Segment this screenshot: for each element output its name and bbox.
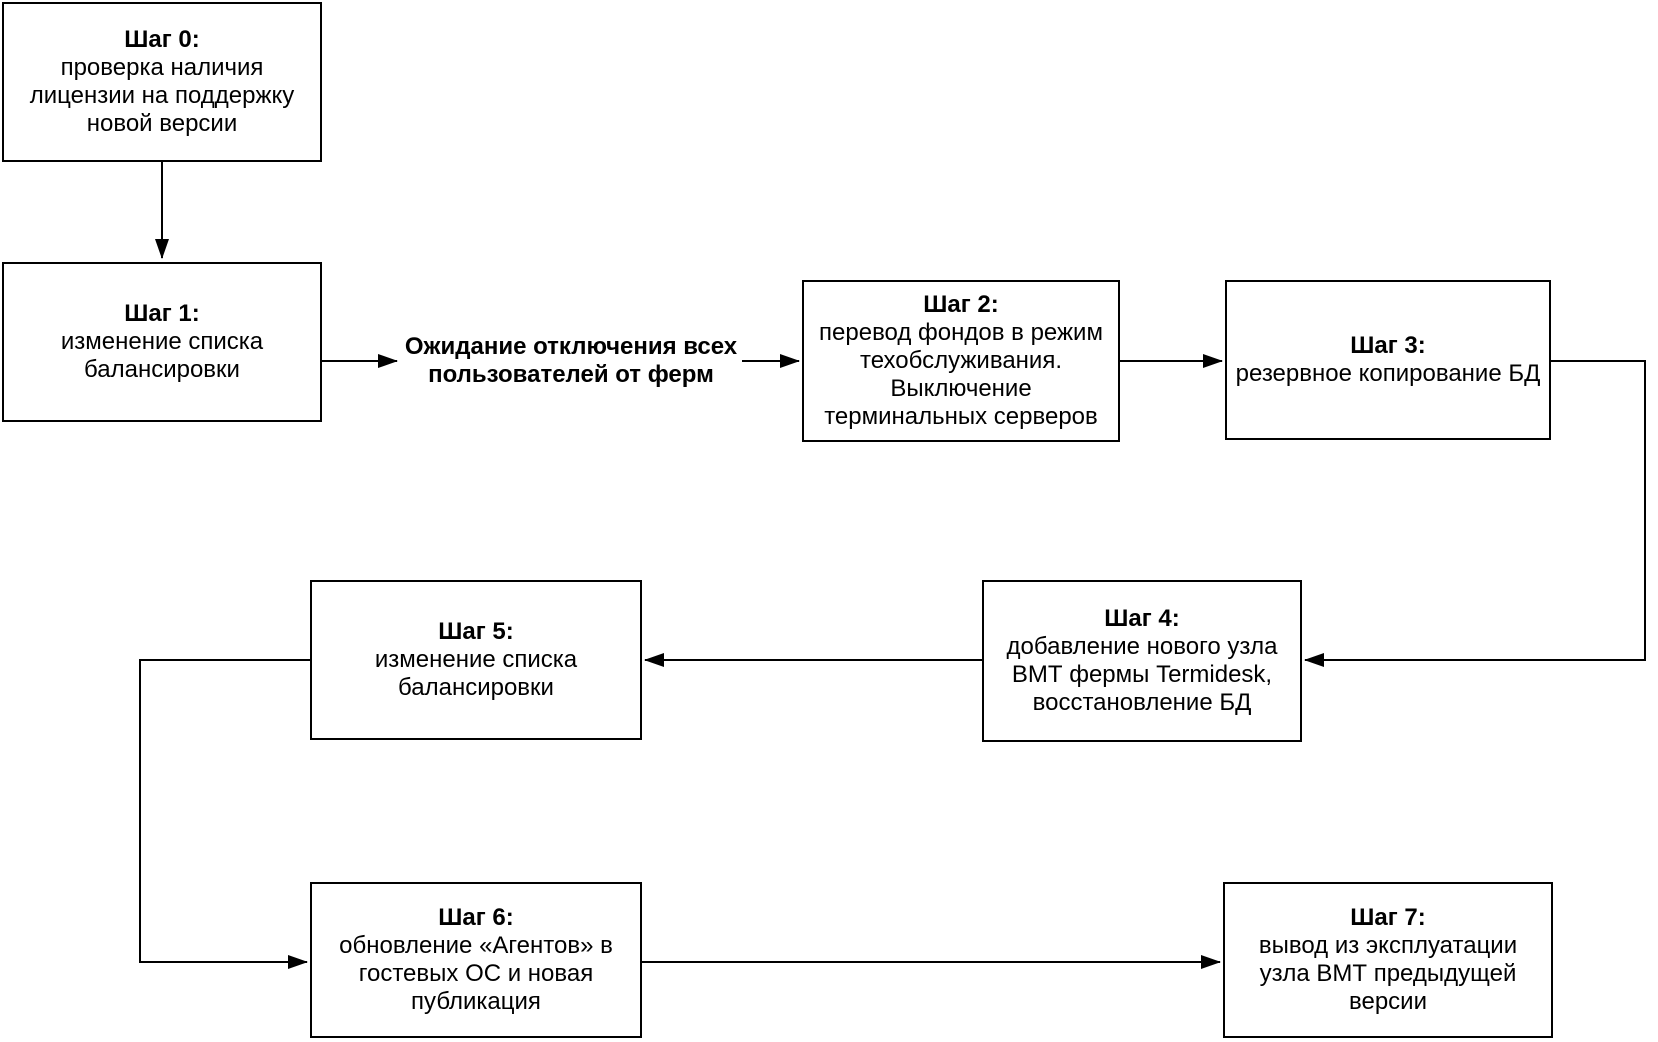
step-body: изменение списка балансировки: [60, 328, 264, 383]
step-body: изменение списка балансировки: [374, 646, 578, 701]
step-box-6: Шаг 6: обновление «Агентов» в гостевых О…: [310, 882, 642, 1038]
step-title: Шаг 7:: [1350, 904, 1426, 931]
step-body: резервное копирование БД: [1235, 360, 1541, 387]
step-title: Шаг 5:: [438, 618, 514, 645]
step-body: перевод фондов в режим техобслуживания. …: [819, 319, 1103, 430]
step-title: Шаг 4:: [1104, 605, 1180, 632]
step-body: добавление нового узла ВМТ фермы Termide…: [1006, 633, 1278, 716]
step-box-5: Шаг 5: изменение списка балансировки: [310, 580, 642, 740]
step-box-2: Шаг 2: перевод фондов в режим техобслужи…: [802, 280, 1120, 442]
step-title: Шаг 0:: [124, 26, 200, 53]
step-body: вывод из эксплуатации узла ВМТ предыдуще…: [1258, 932, 1518, 1015]
step-body: проверка наличия лицензии на поддержку н…: [29, 54, 295, 137]
arrow-step5-to-step6: [139, 659, 310, 969]
step-box-1: Шаг 1: изменение списка балансировки: [2, 262, 322, 422]
step-box-0: Шаг 0: проверка наличия лицензии на подд…: [2, 2, 322, 162]
step-box-3: Шаг 3: резервное копирование БД: [1225, 280, 1551, 440]
edge-label-wait-users: Ожидание отключения всех пользователей о…: [404, 333, 738, 388]
arrow-step3-to-step4: [1304, 360, 1646, 667]
step-box-4: Шаг 4: добавление нового узла ВМТ фермы …: [982, 580, 1302, 742]
step-title: Шаг 2:: [923, 291, 999, 318]
step-title: Шаг 3:: [1350, 332, 1426, 359]
step-body: обновление «Агентов» в гостевых ОС и нов…: [339, 932, 613, 1015]
step-box-7: Шаг 7: вывод из эксплуатации узла ВМТ пр…: [1223, 882, 1553, 1038]
step-title: Шаг 1:: [124, 300, 200, 327]
step-title: Шаг 6:: [438, 904, 514, 931]
